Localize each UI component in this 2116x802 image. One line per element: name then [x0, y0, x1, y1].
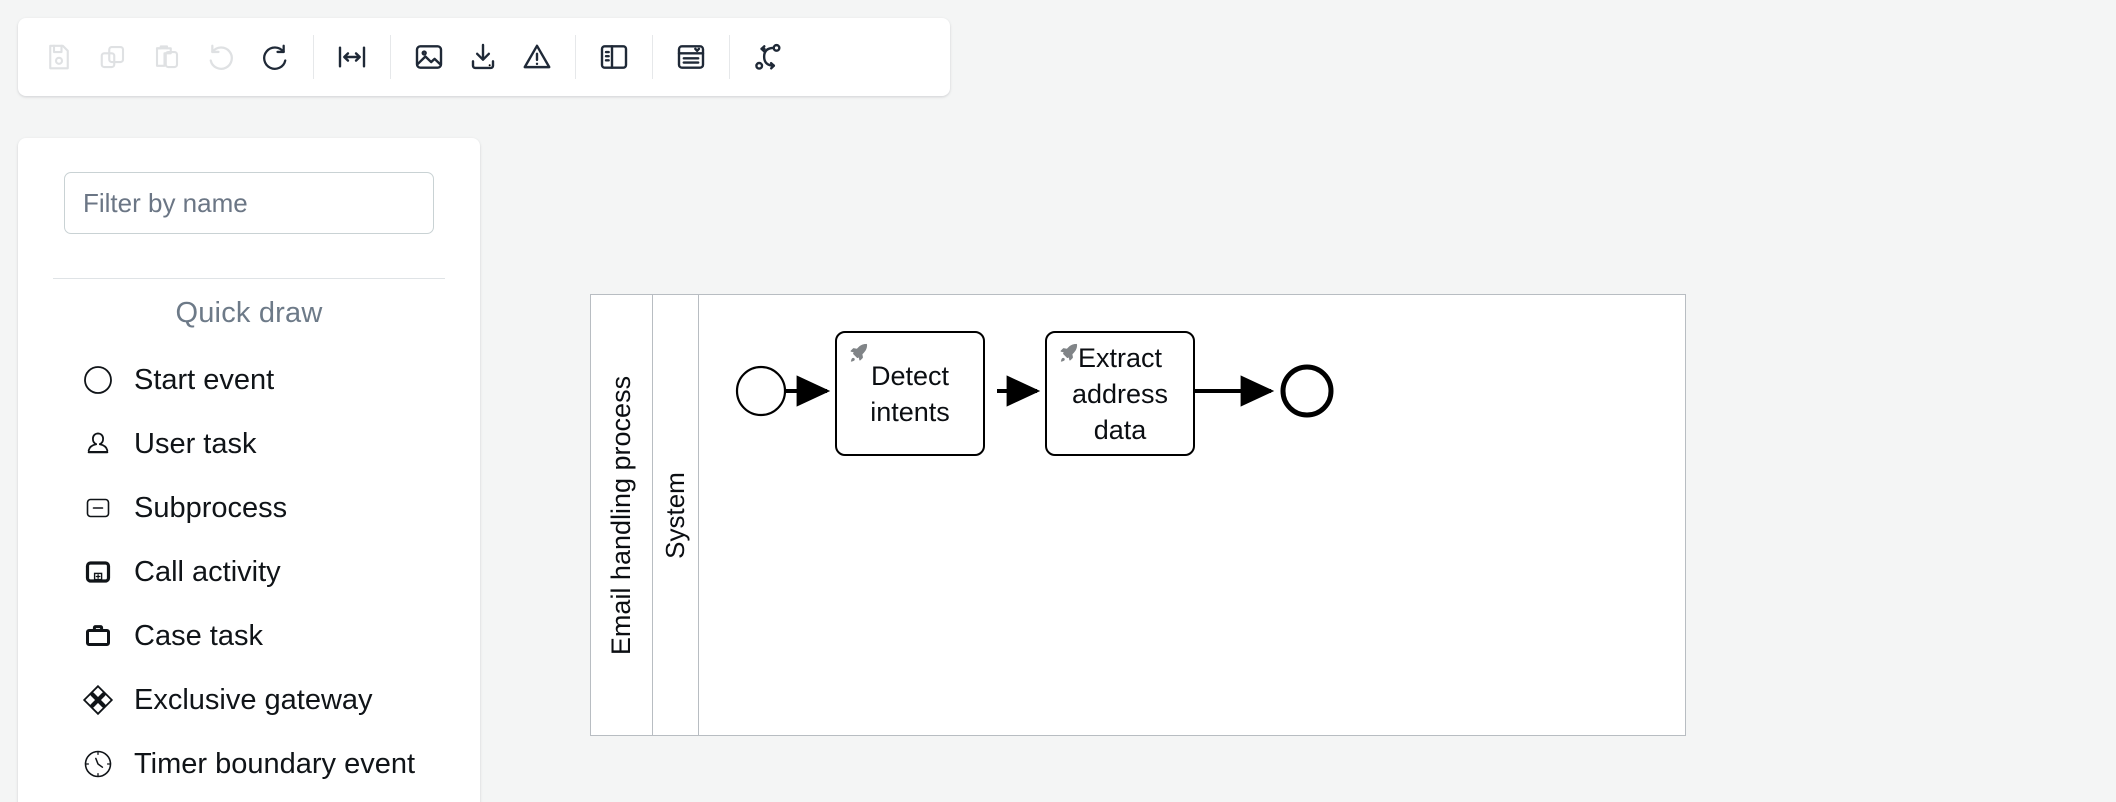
paste-icon — [155, 45, 179, 69]
toolbar-group-file-edit — [32, 30, 302, 84]
palette-item-start-event[interactable]: Start event — [18, 348, 480, 412]
rocket-icon — [1057, 341, 1083, 367]
palette-item-label: Timer boundary event — [134, 747, 416, 780]
start-event-icon — [78, 360, 118, 400]
redo-icon — [263, 44, 287, 70]
toolbar-divider — [390, 35, 391, 79]
sidebar-divider — [53, 278, 445, 279]
palette-item-label: Exclusive gateway — [134, 683, 373, 716]
exclusive-gateway-icon — [78, 680, 118, 720]
palette-item-case-task[interactable]: Case task — [18, 604, 480, 668]
export-image-button[interactable] — [402, 30, 456, 84]
copy-button[interactable] — [86, 30, 140, 84]
task-extract-address-data[interactable]: Extract address data — [1045, 331, 1195, 456]
toolbar-group-view — [325, 30, 379, 84]
quick-draw-section-title: Quick draw — [175, 297, 323, 329]
lane-header[interactable]: System — [653, 295, 699, 735]
task-label-line-1: Extract address — [1071, 342, 1169, 409]
side-panel-icon — [600, 45, 628, 69]
sequence-flow-layer — [735, 364, 1334, 418]
paste-button[interactable] — [140, 30, 194, 84]
pool-header[interactable]: Email handling process — [591, 295, 653, 735]
rocket-icon — [847, 341, 873, 367]
palette-item-label: Subprocess — [134, 491, 288, 524]
toolbar-divider — [729, 35, 730, 79]
toolbar-group-properties — [664, 30, 718, 84]
bpmn-canvas[interactable]: Email handling process System — [590, 294, 1686, 736]
toolbar-group-export — [402, 30, 564, 84]
user-task-icon — [78, 424, 118, 464]
palette-item-subprocess[interactable]: Subprocess — [18, 476, 480, 540]
subprocess-icon — [78, 488, 118, 528]
main-toolbar — [18, 18, 950, 96]
copy-icon — [100, 45, 125, 69]
palette-item-call-activity[interactable]: Call activity — [18, 540, 480, 604]
download-icon — [471, 43, 495, 70]
bpmn-pool[interactable]: Email handling process System — [590, 294, 1686, 736]
palette-item-exclusive-gateway[interactable]: Exclusive gateway — [18, 668, 480, 732]
fit-to-width-button[interactable] — [325, 30, 379, 84]
task-label: Extract address data — [1047, 340, 1193, 448]
end-event-shape[interactable] — [1280, 364, 1334, 418]
save-icon — [49, 44, 69, 70]
save-button[interactable] — [32, 30, 86, 84]
timer-boundary-event-icon — [78, 744, 118, 784]
task-label: Detect intents — [870, 360, 950, 427]
palette-sidebar: Quick draw Start event User task — [18, 138, 480, 802]
palette-item-timer-boundary-event[interactable]: Timer boundary event — [18, 732, 480, 796]
toolbar-divider — [652, 35, 653, 79]
properties-panel-button[interactable] — [664, 30, 718, 84]
undo-icon — [209, 44, 233, 70]
filter-by-name-input[interactable] — [64, 172, 434, 234]
side-panel-button[interactable] — [587, 30, 641, 84]
toolbar-group-flow — [741, 30, 795, 84]
palette-item-label: Case task — [134, 619, 263, 652]
task-label-line-2: data — [1093, 414, 1147, 445]
palette-item-label: User task — [134, 427, 257, 460]
download-button[interactable] — [456, 30, 510, 84]
palette-item-user-task[interactable]: User task — [18, 412, 480, 476]
toolbar-group-panels — [587, 30, 641, 84]
image-export-icon — [415, 45, 443, 69]
case-task-icon — [78, 616, 118, 656]
undo-button[interactable] — [194, 30, 248, 84]
quick-draw-list: Start event User task — [18, 348, 480, 796]
toolbar-divider — [575, 35, 576, 79]
properties-panel-icon — [677, 45, 705, 69]
warning-icon — [523, 44, 551, 69]
palette-item-label: Call activity — [134, 555, 281, 588]
problems-button[interactable] — [510, 30, 564, 84]
fit-to-width-icon — [338, 46, 366, 68]
redo-button[interactable] — [248, 30, 302, 84]
call-activity-icon — [78, 552, 118, 592]
palette-item-label: Start event — [134, 363, 275, 396]
process-flow-button[interactable] — [741, 30, 795, 84]
process-flow-icon — [755, 43, 781, 70]
start-event-shape[interactable] — [735, 365, 787, 417]
task-detect-intents[interactable]: Detect intents — [835, 331, 985, 456]
toolbar-divider — [313, 35, 314, 79]
